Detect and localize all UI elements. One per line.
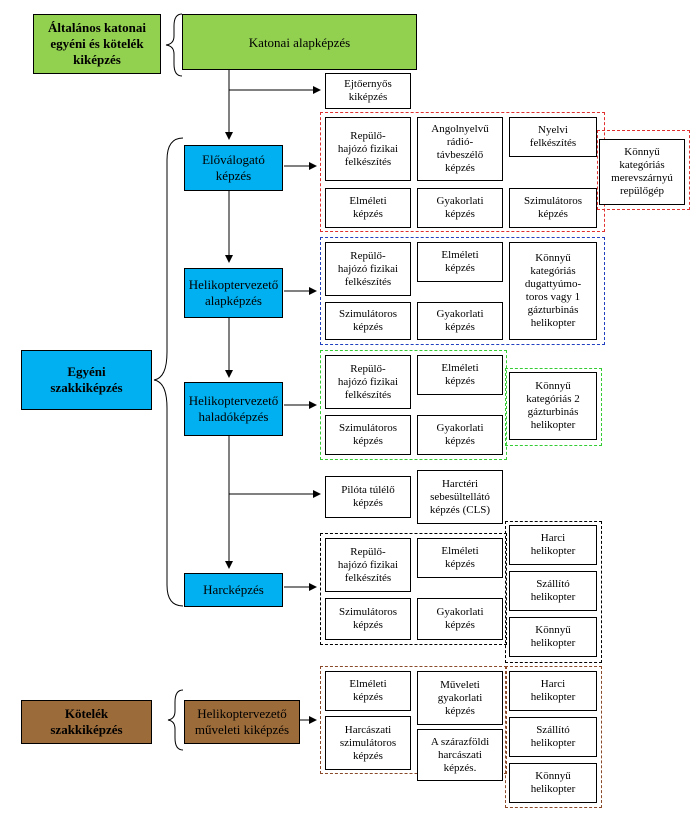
combat-training-box: Harcképzés	[184, 573, 283, 607]
combat-transport-heli-box: Szállító helikopter	[509, 571, 597, 611]
ops-combat-sim-box: Harcászati szimulátoros képzés	[325, 716, 411, 770]
heli-basic-box: Helikoptervezető alapképzés	[184, 268, 283, 318]
individual-training-box: Egyéni szakkiképzés	[21, 350, 152, 410]
basic-helicopter-box: Könnyű kategóriás dugattyúmo- toros vagy…	[509, 242, 597, 340]
pre-english-radio-label: Angolnyelvű rádió- távbeszélő képzés	[431, 123, 489, 174]
heli-advanced-box: Helikoptervezető haladóképzés	[184, 382, 283, 436]
combat-practical-box: Gyakorlati képzés	[417, 598, 503, 640]
basic-practical-box: Gyakorlati képzés	[417, 302, 503, 340]
combat-light-heli-box: Könnyű helikopter	[509, 617, 597, 657]
adv-theory-box: Elméleti képzés	[417, 355, 503, 395]
pilot-survival-box: Pilóta túlélő képzés	[325, 476, 411, 518]
combat-attack-heli-box: Harci helikopter	[509, 525, 597, 565]
unit-training-box: Kötelék szakkiképzés	[21, 700, 152, 744]
pre-physical-box: Repülő- hajózó fizikai felkészítés	[325, 117, 411, 181]
pre-aircraft-box: Könnyű kategóriás merevszárnyú repülőgép	[599, 139, 685, 205]
adv-physical-box: Repülő- hajózó fizikai felkészítés	[325, 355, 411, 409]
ops-transport-heli-box: Szállító helikopter	[509, 717, 597, 757]
adv-practical-box: Gyakorlati képzés	[417, 415, 503, 455]
bracket-unit	[167, 689, 184, 751]
ops-attack-heli-box: Harci helikopter	[509, 671, 597, 711]
pre-language-box: Nyelvi felkészítés	[509, 117, 597, 157]
adv-helicopter-box: Könnyű kategóriás 2 gázturbinás helikopt…	[509, 372, 597, 440]
basic-military-training-box: Katonai alapképzés	[182, 14, 417, 70]
pre-english-radio-box: Angolnyelvű rádió- távbeszélő képzés	[417, 117, 503, 181]
advanced-helicopter-group-border	[505, 368, 602, 446]
combat-simulator-box: Szimulátoros képzés	[325, 598, 411, 640]
preselection-box: Előválogató képzés	[184, 145, 283, 191]
adv-simulator-box: Szimulátoros képzés	[325, 415, 411, 455]
combat-helicopter-group-border	[505, 521, 602, 663]
combat-theory-box: Elméleti képzés	[417, 538, 503, 578]
advanced-group-border	[320, 350, 507, 460]
basic-theory-box: Elméleti képzés	[417, 242, 503, 282]
general-training-box: Általános katonai egyéni és kötelék kiké…	[33, 14, 161, 74]
ops-ground-tactics-box: A szárazföldi harcászati képzés.	[417, 729, 503, 781]
aircraft-group-border	[597, 130, 690, 210]
bracket-top	[165, 13, 183, 77]
pre-theory-box: Elméleti képzés	[325, 188, 411, 228]
cls-box: Harctéri sebesültellátó képzés (CLS)	[417, 470, 503, 524]
heli-ops-box: Helikoptervezető műveleti kiképzés	[184, 700, 300, 744]
basic-simulator-box: Szimulátoros képzés	[325, 302, 411, 340]
basic-physical-box: Repülő- hajózó fizikai felkészítés	[325, 242, 411, 296]
combat-physical-box: Repülő- hajózó fizikai felkészítés	[325, 538, 411, 592]
pre-practical-box: Gyakorlati képzés	[417, 188, 503, 228]
combat-group-border	[320, 533, 507, 645]
pre-simulator-box: Szimulátoros képzés	[509, 188, 597, 228]
ops-theory-box: Elméleti képzés	[325, 671, 411, 711]
ops-light-heli-box: Könnyű helikopter	[509, 763, 597, 803]
parachute-training-box: Ejtőernyős kiképzés	[325, 73, 411, 109]
ops-practical-box: Műveleti gyakorlati képzés	[417, 671, 503, 725]
bracket-individual	[153, 137, 184, 607]
basic-group-border	[320, 237, 605, 345]
ops-group-border	[320, 666, 507, 774]
ops-helicopter-group-border	[505, 666, 602, 808]
